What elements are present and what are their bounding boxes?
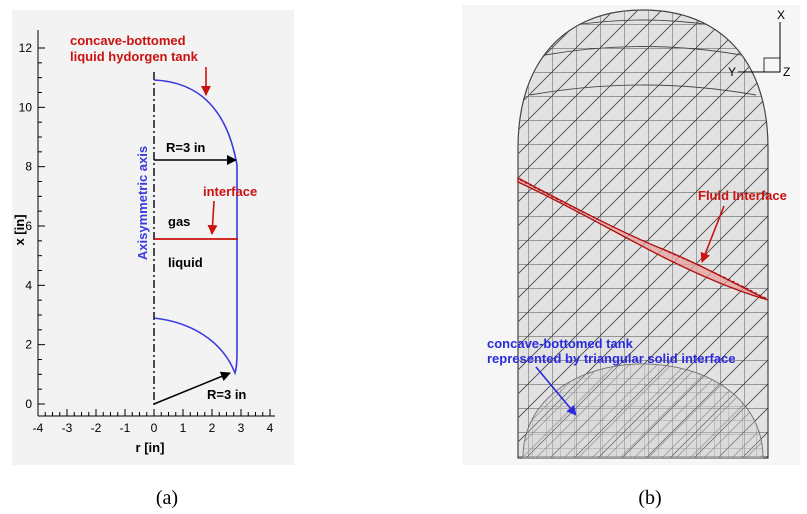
solid-interface-arrow bbox=[535, 366, 577, 416]
x-tick-label: -1 bbox=[120, 421, 131, 435]
triad-x-label: X bbox=[777, 8, 785, 22]
interface-arrow bbox=[207, 200, 218, 235]
y-axis-ticks: 0 2 4 6 8 10 12 bbox=[19, 41, 45, 411]
panel-a-caption: (a) bbox=[156, 487, 178, 509]
x-axis-label: r [in] bbox=[136, 440, 165, 455]
y-tick-label: 10 bbox=[19, 100, 33, 114]
tank-wall-curve bbox=[153, 79, 238, 376]
y-tick-label: 4 bbox=[25, 278, 32, 292]
triad-y-label: Y bbox=[728, 65, 736, 79]
y-tick-label: 12 bbox=[19, 41, 33, 55]
radius-bottom-label: R=3 in bbox=[207, 387, 246, 402]
concave-bottom-dome-shade bbox=[523, 364, 763, 458]
fluid-interface-surface bbox=[517, 176, 769, 301]
panel-b: Fluid Interface concave-bottomed tank re… bbox=[462, 5, 800, 509]
panel-a-background bbox=[12, 10, 294, 465]
y-tick-label: 2 bbox=[25, 338, 32, 352]
x-tick-label: -2 bbox=[91, 421, 102, 435]
fluid-interface-label: Fluid Interface bbox=[698, 188, 787, 203]
axisymmetric-axis-label: Axisymmetric axis bbox=[135, 146, 150, 260]
radius-bottom-arrow bbox=[153, 371, 231, 405]
y-tick-label: 6 bbox=[25, 219, 32, 233]
interface-label: interface bbox=[203, 184, 257, 199]
triad-z-label: Z bbox=[783, 65, 790, 79]
y-tick-label: 0 bbox=[25, 397, 32, 411]
radius-top-label: R=3 in bbox=[166, 140, 205, 155]
panel-b-caption: (b) bbox=[638, 487, 661, 509]
fluid-interface-ridge bbox=[519, 179, 767, 299]
x-axis-ticks: -4 -3 -2 -1 0 1 2 3 4 bbox=[33, 409, 274, 435]
x-tick-label: 4 bbox=[267, 421, 274, 435]
solid-interface-label-line1: concave-bottomed tank bbox=[487, 336, 634, 351]
tank-title-line2: liquid hydorgen tank bbox=[70, 49, 199, 64]
solid-interface-label-line2: represented by triangular solid interfac… bbox=[487, 351, 736, 366]
x-tick-label: 1 bbox=[180, 421, 187, 435]
y-tick-label: 8 bbox=[25, 160, 32, 174]
gas-label: gas bbox=[168, 214, 190, 229]
concave-bottom-dome bbox=[522, 363, 764, 459]
y-axis-label: x [in] bbox=[12, 214, 27, 245]
fluid-interface-arrow bbox=[700, 205, 725, 263]
x-tick-label: -3 bbox=[62, 421, 73, 435]
liquid-label: liquid bbox=[168, 255, 203, 270]
x-tick-label: 3 bbox=[238, 421, 245, 435]
tank-title-line1: concave-bottomed bbox=[70, 33, 186, 48]
x-tick-label: 2 bbox=[209, 421, 216, 435]
coordinate-triad: X Y Z bbox=[728, 8, 790, 79]
x-tick-label: 0 bbox=[151, 421, 158, 435]
x-tick-label: -4 bbox=[33, 421, 44, 435]
